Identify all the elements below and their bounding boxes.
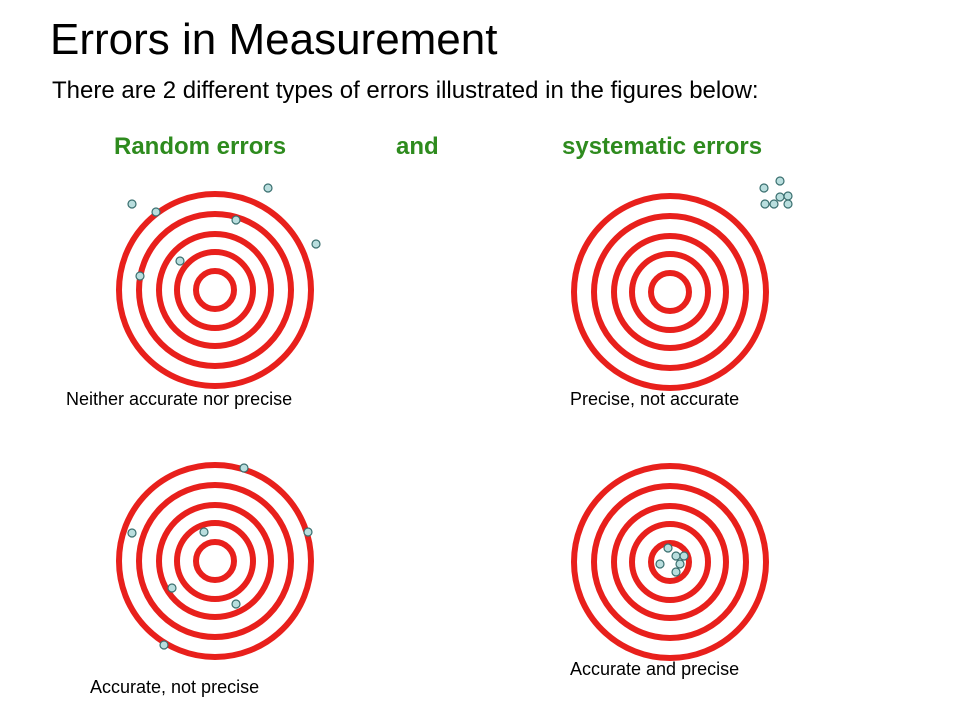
measurement-dot xyxy=(311,239,321,249)
measurement-dot xyxy=(231,599,241,609)
measurement-dot xyxy=(151,207,161,217)
heading-and: and xyxy=(396,133,439,160)
measurement-dot xyxy=(783,199,793,209)
target-ring xyxy=(156,231,274,349)
target-neither-accurate-nor-precise xyxy=(116,183,321,389)
target-ring xyxy=(629,521,711,603)
measurement-dot xyxy=(769,199,779,209)
target-ring xyxy=(174,249,256,331)
target-ring xyxy=(116,191,314,389)
target-precise-not-accurate xyxy=(571,176,793,391)
target-ring xyxy=(116,462,314,660)
target-ring xyxy=(156,502,274,620)
target-ring xyxy=(571,193,769,391)
caption-accurate-not-precise: Accurate, not precise xyxy=(90,677,260,697)
target-ring xyxy=(648,540,692,584)
measurement-dot xyxy=(199,527,209,537)
target-ring xyxy=(174,520,256,602)
measurement-dot xyxy=(167,583,177,593)
subtitle: There are 2 different types of errors il… xyxy=(52,77,759,104)
target-accurate-not-precise xyxy=(116,462,314,660)
measurement-dot xyxy=(655,559,665,569)
measurement-dot xyxy=(760,199,770,209)
measurement-dot xyxy=(231,215,241,225)
measurement-dot xyxy=(135,271,145,281)
target-ring xyxy=(591,483,749,641)
measurement-dot xyxy=(671,551,681,561)
target-ring xyxy=(136,482,294,640)
target-ring xyxy=(611,503,729,621)
caption-accurate-and-precise: Accurate and precise xyxy=(570,659,740,679)
caption-precise-not-accurate: Precise, not accurate xyxy=(570,389,740,409)
heading-systematic-errors: systematic errors xyxy=(562,133,763,160)
measurement-dot xyxy=(303,527,313,537)
caption-neither-accurate-nor-precise: Neither accurate nor precise xyxy=(66,389,293,409)
measurement-dot xyxy=(775,192,785,202)
measurement-dot xyxy=(127,199,137,209)
target-ring xyxy=(611,233,729,351)
measurement-dot xyxy=(663,543,673,553)
target-ring xyxy=(648,270,692,314)
measurement-dot xyxy=(127,528,137,538)
target-ring xyxy=(193,268,237,312)
target-ring xyxy=(136,211,294,369)
measurement-dot xyxy=(175,256,185,266)
measurement-dot xyxy=(759,183,769,193)
measurement-dot xyxy=(671,567,681,577)
measurement-dot xyxy=(679,551,689,561)
measurement-dot xyxy=(675,559,685,569)
page-title: Errors in Measurement xyxy=(50,15,498,64)
target-accurate-and-precise xyxy=(571,463,769,661)
target-ring xyxy=(591,213,749,371)
measurement-dot xyxy=(263,183,273,193)
target-ring xyxy=(629,251,711,333)
measurement-dot xyxy=(159,640,169,650)
measurement-dot xyxy=(775,176,785,186)
heading-random-errors: Random errors xyxy=(114,133,287,160)
measurement-dot xyxy=(783,191,793,201)
target-ring xyxy=(571,463,769,661)
target-ring xyxy=(193,539,237,583)
measurement-dot xyxy=(239,463,249,473)
